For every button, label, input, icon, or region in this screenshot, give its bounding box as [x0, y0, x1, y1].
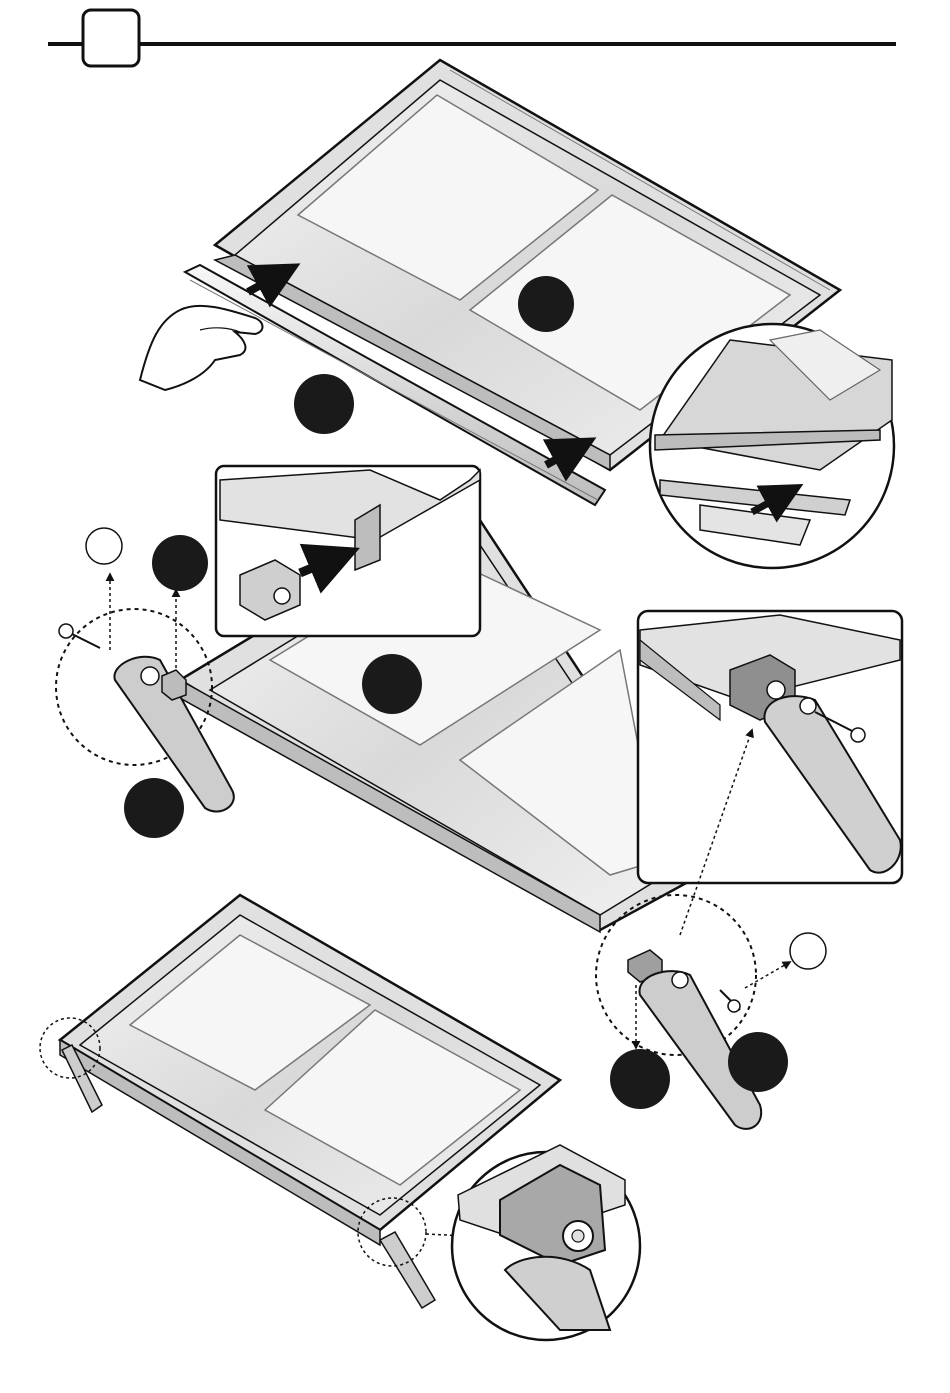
marker-screw-right — [728, 1032, 788, 1092]
marker-door-middle — [362, 654, 422, 714]
marker-rail — [294, 374, 354, 434]
detail-rail-corner — [650, 324, 894, 568]
marker-hinge-solid-left — [152, 535, 208, 591]
marker-hinge-arm-left — [124, 778, 184, 838]
hand-icon — [140, 306, 263, 390]
step-number-box — [83, 10, 139, 66]
marker-door-top — [518, 276, 574, 332]
detail-hinge-closeup — [452, 1145, 640, 1340]
step-header — [48, 10, 896, 66]
marker-hinge-ring-left — [86, 528, 122, 564]
detail-endcap — [216, 466, 480, 636]
marker-hinge-ring-right — [790, 933, 826, 969]
marker-hinge-block-right — [610, 1049, 670, 1109]
